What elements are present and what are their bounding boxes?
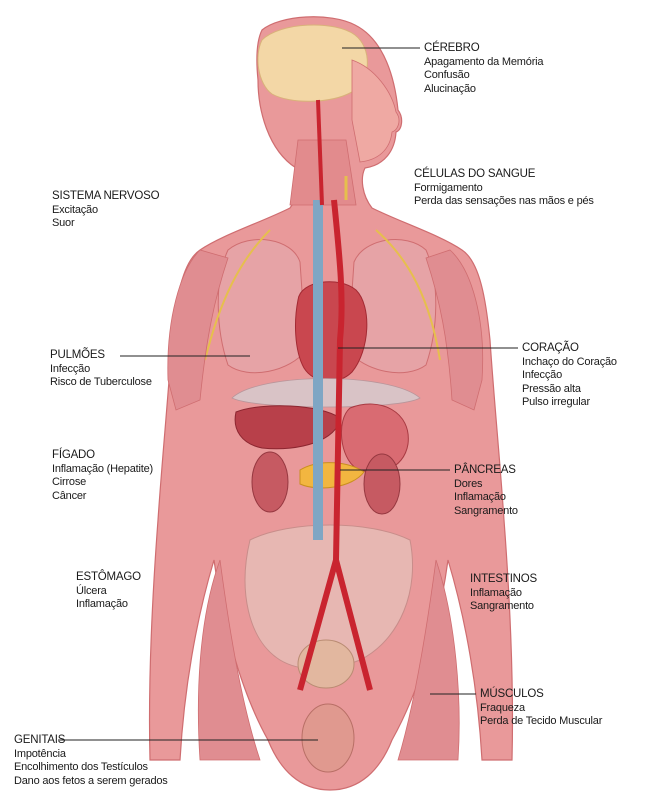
label-pulmoes: PULMÕES Infecção Risco de Tuberculose	[50, 349, 152, 390]
label-pulmoes-title: PULMÕES	[50, 349, 152, 363]
label-figado: FÍGADO Inflamação (Hepatite) Cirrose Cân…	[52, 449, 153, 503]
brain	[258, 25, 367, 101]
label-estomago-title: ESTÔMAGO	[76, 571, 141, 585]
label-pancreas-item: Sangramento	[454, 505, 518, 519]
label-cerebro-item: Confusão	[424, 69, 543, 83]
label-musculos-item: Fraqueza	[480, 702, 602, 716]
label-genitais-item: Impotência	[14, 748, 168, 762]
label-pancreas: PÂNCREAS Dores Inflamação Sangramento	[454, 464, 518, 518]
label-celulas-item: Formigamento	[414, 182, 594, 196]
label-coracao: CORAÇÃO Inchaço do Coração Infecção Pres…	[522, 342, 617, 410]
label-celulas-title: CÉLULAS DO SANGUE	[414, 168, 594, 182]
label-nervoso-item: Excitação	[52, 204, 159, 218]
label-genitais-item: Dano aos fetos a serem gerados	[14, 775, 168, 789]
label-pancreas-title: PÂNCREAS	[454, 464, 518, 478]
label-intestinos-title: INTESTINOS	[470, 573, 537, 587]
label-estomago-item: Inflamação	[76, 598, 141, 612]
label-nervoso: SISTEMA NERVOSO Excitação Suor	[52, 190, 159, 231]
label-coracao-title: CORAÇÃO	[522, 342, 617, 356]
label-celulas-item: Perda das sensações nas mãos e pés	[414, 195, 594, 209]
label-figado-item: Câncer	[52, 490, 153, 504]
label-estomago-item: Úlcera	[76, 585, 141, 599]
label-pulmoes-item: Risco de Tuberculose	[50, 376, 152, 390]
label-intestinos: INTESTINOS Inflamação Sangramento	[470, 573, 537, 614]
label-musculos-item: Perda de Tecido Muscular	[480, 715, 602, 729]
label-cerebro-item: Alucinação	[424, 83, 543, 97]
label-nervoso-title: SISTEMA NERVOSO	[52, 190, 159, 204]
label-figado-title: FÍGADO	[52, 449, 153, 463]
label-figado-item: Inflamação (Hepatite)	[52, 463, 153, 477]
label-figado-item: Cirrose	[52, 476, 153, 490]
label-cerebro-item: Apagamento da Memória	[424, 56, 543, 70]
label-coracao-item: Pressão alta	[522, 383, 617, 397]
label-musculos-title: MÚSCULOS	[480, 688, 602, 702]
lung-left	[218, 240, 306, 373]
label-cerebro-title: CÉREBRO	[424, 42, 543, 56]
heart	[296, 282, 367, 382]
label-coracao-item: Infecção	[522, 369, 617, 383]
label-nervoso-item: Suor	[52, 217, 159, 231]
label-coracao-item: Pulso irregular	[522, 396, 617, 410]
label-genitais-item: Encolhimento dos Testículos	[14, 761, 168, 775]
label-genitais-title: GENITAIS	[14, 734, 168, 748]
label-coracao-item: Inchaço do Coração	[522, 356, 617, 370]
label-estomago: ESTÔMAGO Úlcera Inflamação	[76, 571, 141, 612]
genitals	[302, 704, 354, 772]
kidney-right	[364, 454, 400, 514]
label-pancreas-item: Inflamação	[454, 491, 518, 505]
label-intestinos-item: Sangramento	[470, 600, 537, 614]
kidney-left	[252, 452, 288, 512]
label-intestinos-item: Inflamação	[470, 587, 537, 601]
label-pancreas-item: Dores	[454, 478, 518, 492]
label-pulmoes-item: Infecção	[50, 363, 152, 377]
label-cerebro: CÉREBRO Apagamento da Memória Confusão A…	[424, 42, 543, 96]
label-celulas: CÉLULAS DO SANGUE Formigamento Perda das…	[414, 168, 594, 209]
label-musculos: MÚSCULOS Fraqueza Perda de Tecido Muscul…	[480, 688, 602, 729]
label-genitais: GENITAIS Impotência Encolhimento dos Tes…	[14, 734, 168, 788]
